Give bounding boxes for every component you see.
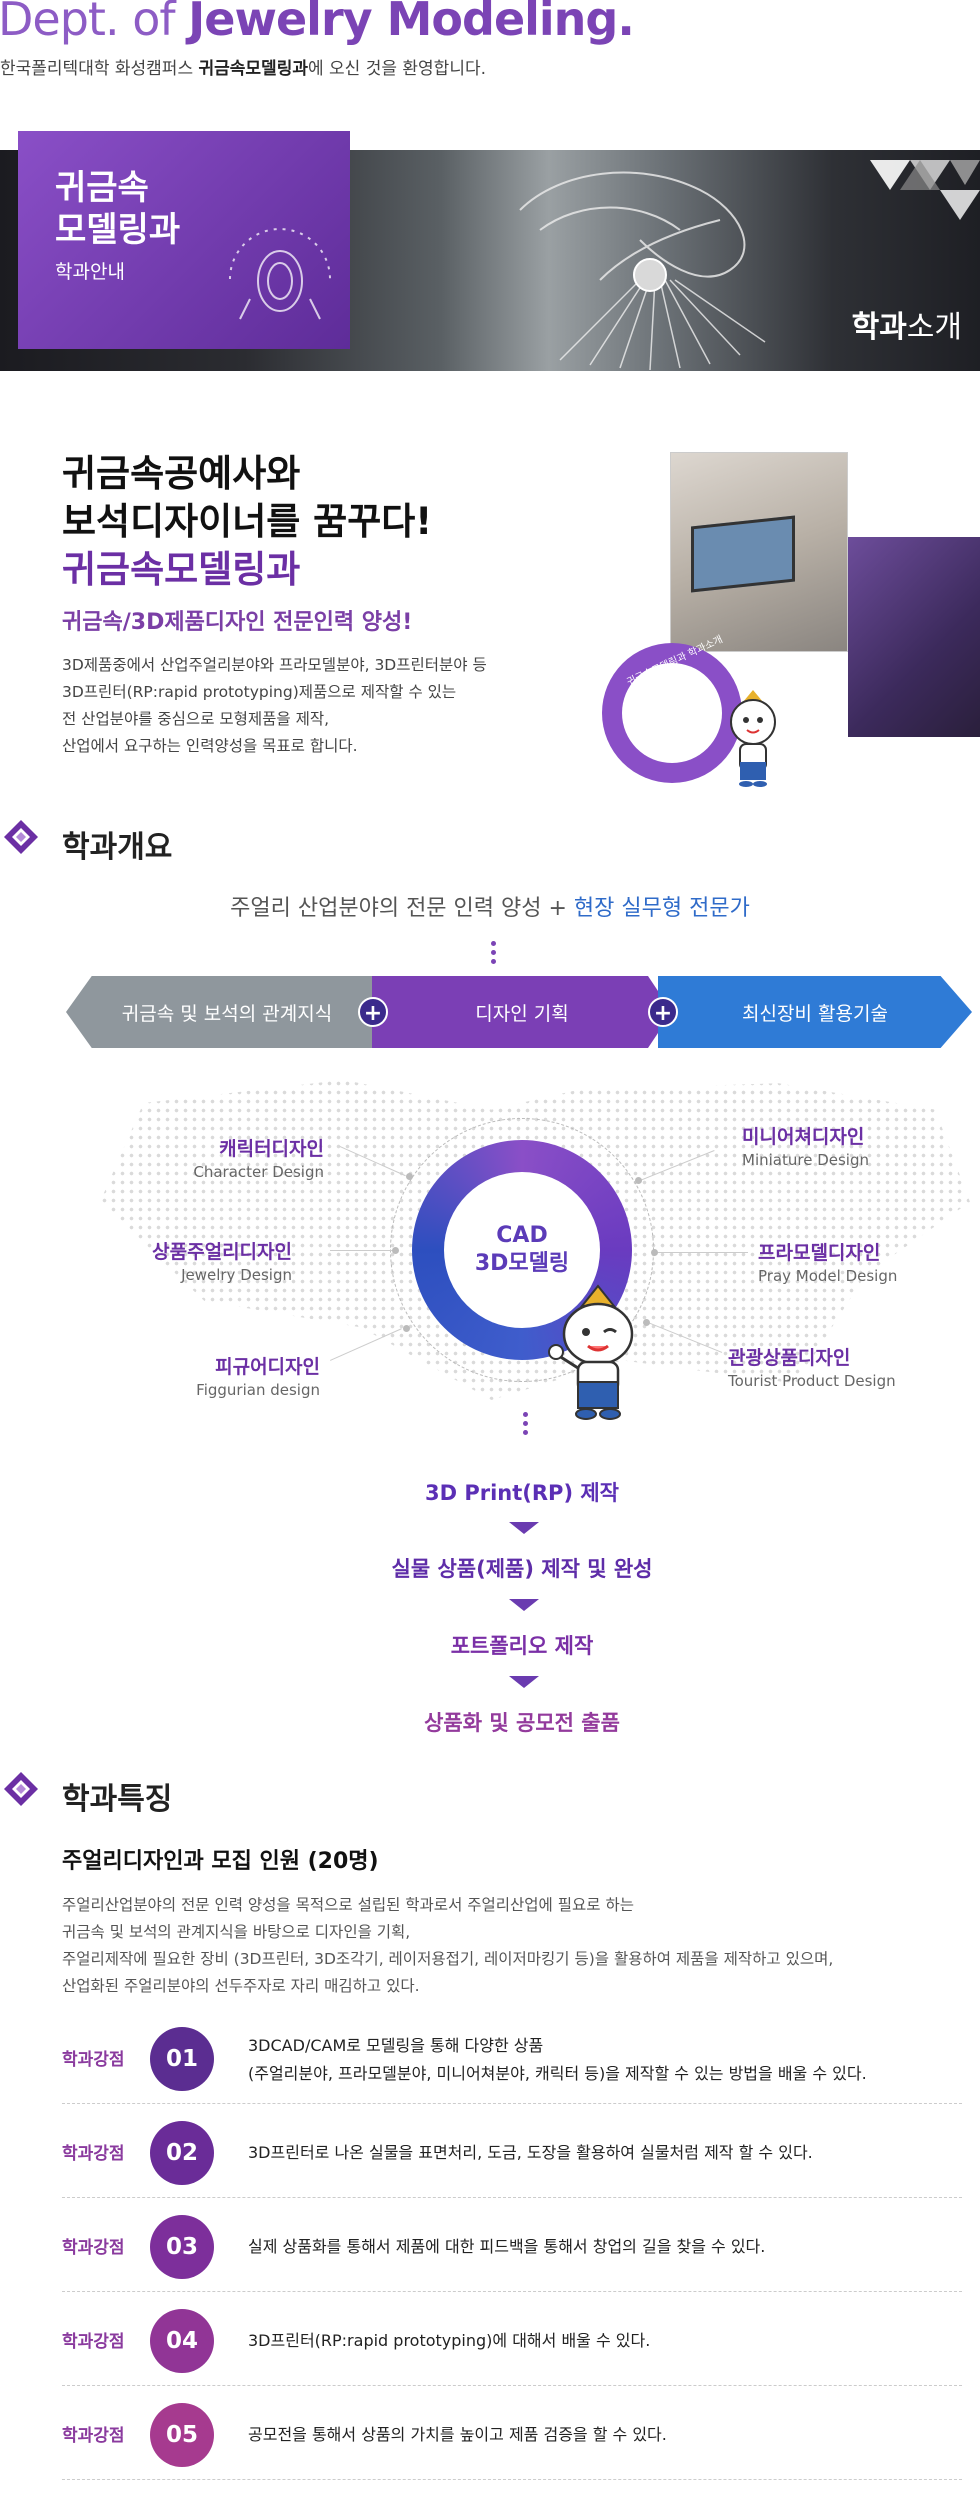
banner-title-box: 귀금속 모델링과 학과안내 [18,131,350,349]
banner-title-line1: 귀금속 [55,168,149,208]
strength-desc: 3DCAD/CAM로 모델링을 통해 다양한 상품(주얼리분야, 프라모델분야,… [248,2036,867,2083]
strength-row: 학과강점 01 3DCAD/CAM로 모델링을 통해 다양한 상품(주얼리분야,… [62,2010,962,2104]
strength-number: 02 [150,2121,214,2185]
mascot-icon [548,1284,634,1420]
strength-row: 학과강점 05 공모전을 통해서 상품의 가치를 높이고 제품 검증을 할 수 … [62,2386,962,2480]
band-knowledge: 귀금속 및 보석의 관계지식 [66,976,388,1048]
process-step: 실물 상품(제품) 제작 및 완성 [391,1557,653,1581]
strength-tag: 학과강점 [62,2426,125,2446]
ring-label: CAD 3D모델링 [474,1223,570,1276]
dots-divider [488,937,498,968]
features-paragraph: 주얼리산업분야의 전문 인력 양성을 목적으로 설립된 학과로서 주얼리산업에 … [62,1896,834,1995]
strength-tag: 학과강점 [62,2332,125,2352]
section-title-features: 학과특징 [62,1782,173,1817]
welcome-text: 한국폴리텍대학 화성캠퍼스 귀금속모델링과에 오신 것을 환영합니다. [0,59,486,79]
chevron-down-icon [509,1599,539,1611]
strength-tag: 학과강점 [62,2144,125,2164]
strength-number: 05 [150,2403,214,2467]
jewelry-tools-photo [848,537,980,737]
page-title: Dept. of Jewelry Modeling. [0,0,635,46]
strength-tag: 학과강점 [62,2238,125,2258]
process-step: 상품화 및 공모전 출품 [424,1711,620,1735]
banner-caption: 학과안내 [55,261,125,283]
cad-ring [412,1140,632,1360]
chevron-down-icon [509,1676,539,1688]
classroom-photo [670,452,848,652]
strength-number: 04 [150,2309,214,2373]
mascot-icon [730,690,776,787]
strength-tag: 학과강점 [62,2050,125,2070]
diamond-icon [4,820,38,854]
features-heading: 주얼리디자인과 모집 인원 (20명) [62,1849,379,1874]
jewelry-brooch-illustration [519,160,980,371]
plus-icon: + [648,997,678,1027]
strength-desc: 3D프린터(RP:rapid prototyping)에 대해서 배울 수 있다… [248,2331,651,2350]
process-step: 포트폴리오 제작 [450,1634,594,1658]
plus-icon: + [358,997,388,1027]
strength-desc: 실제 상품화를 통해서 제품에 대한 피드백을 통해서 창업의 길을 찾을 수 … [248,2237,766,2256]
band-design-planning: 디자인 기획 [372,976,672,1048]
banner-section-label: 학과소개 [851,310,962,345]
strength-row: 학과강점 02 3D프린터로 나온 실물을 표면처리, 도금, 도장을 활용하여… [62,2104,962,2198]
strength-number: 01 [150,2027,214,2091]
department-badge [602,643,742,783]
chevron-down-icon [509,1522,539,1534]
strength-desc: 공모전을 통해서 상품의 가치를 높이고 제품 검증을 할 수 있다. [248,2425,667,2444]
strength-desc: 3D프린터로 나온 실물을 표면처리, 도금, 도장을 활용하여 실물처럼 제작… [248,2143,813,2162]
ring-sketch-icon [229,228,331,320]
intro-subheading: 귀금속/3D제품디자인 전문인력 양성! [62,610,413,635]
overview-subtitle: 주얼리 산업분야의 전문 인력 양성 + 현장 실무형 전문가 [230,896,750,921]
strength-row: 학과강점 04 3D프린터(RP:rapid prototyping)에 대해서… [62,2292,962,2386]
intro-paragraph: 3D제품중에서 산업주얼리분야와 프라모델분야, 3D프린터분야 등 3D프린터… [62,656,487,755]
band-equipment-skills: 최신장비 활용기술 [658,976,972,1048]
process-step: 3D Print(RP) 제작 [425,1481,619,1505]
strength-number: 03 [150,2215,214,2279]
section-title-overview: 학과개요 [62,830,173,865]
strength-row: 학과강점 03 실제 상품화를 통해서 제품에 대한 피드백을 통해서 창업의 … [62,2198,962,2292]
diamond-icon [4,1772,38,1806]
banner-title-line2: 모델링과 [55,210,181,250]
intro-heading: 귀금속공예사와 보석디자이너를 꿈꾸다! 귀금속모델링과 [62,452,433,591]
dots-divider [520,1408,530,1439]
